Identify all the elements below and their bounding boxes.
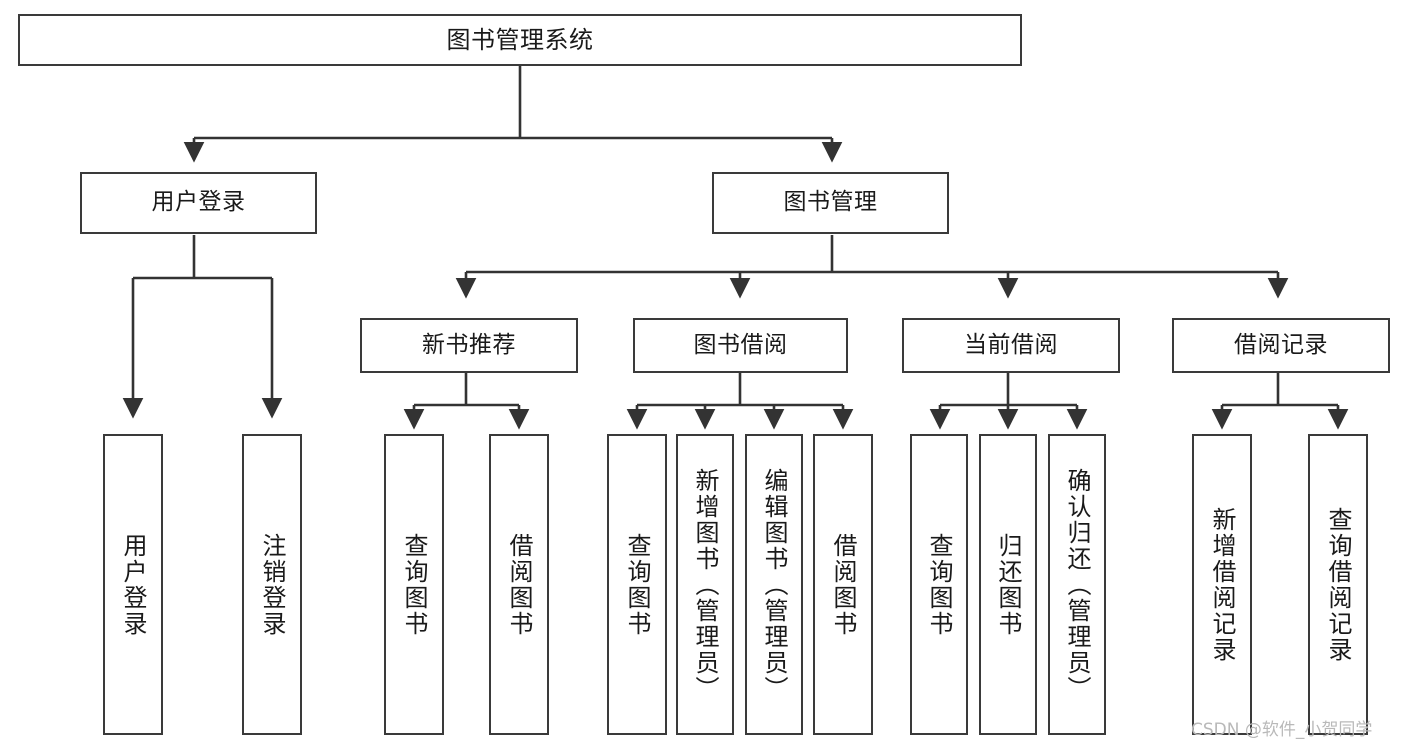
node-user-login[interactable]: 用户登录	[80, 172, 317, 234]
node-label: 查询借阅记录	[1324, 506, 1352, 663]
leaf-borrow-edit-book-admin[interactable]: 编辑图书（管理员）	[745, 434, 803, 735]
node-label: 新增借阅记录	[1208, 506, 1236, 663]
node-label: 确认归还（管理员）	[1063, 467, 1091, 702]
leaf-current-return-book[interactable]: 归还图书	[979, 434, 1037, 735]
node-label: 查询图书	[623, 532, 651, 637]
node-label: 新书推荐	[422, 331, 516, 358]
leaf-record-add-borrow-record[interactable]: 新增借阅记录	[1192, 434, 1252, 735]
node-label: 借阅图书	[829, 532, 857, 637]
node-label: 借阅记录	[1234, 331, 1328, 358]
node-label: 查询图书	[400, 532, 428, 637]
leaf-new-book-borrow[interactable]: 借阅图书	[489, 434, 549, 735]
node-label: 用户登录	[151, 189, 246, 216]
leaf-user-login-signin[interactable]: 用户登录	[103, 434, 163, 735]
csdn-watermark: CSDN @软件_小贺同学	[1191, 720, 1373, 740]
leaf-current-query-book[interactable]: 查询图书	[910, 434, 968, 735]
node-book-management[interactable]: 图书管理	[712, 172, 949, 234]
node-label: 图书管理系统	[446, 25, 594, 54]
node-current-borrow[interactable]: 当前借阅	[902, 318, 1120, 373]
node-label: 借阅图书	[505, 532, 533, 637]
node-label: 编辑图书（管理员）	[760, 467, 788, 702]
node-label: 用户登录	[119, 532, 147, 637]
node-label: 查询图书	[925, 532, 953, 637]
leaf-borrow-query-book[interactable]: 查询图书	[607, 434, 667, 735]
leaf-borrow-add-book-admin[interactable]: 新增图书（管理员）	[676, 434, 734, 735]
leaf-record-query-borrow-record[interactable]: 查询借阅记录	[1308, 434, 1368, 735]
node-new-book-recommend[interactable]: 新书推荐	[360, 318, 578, 373]
leaf-new-book-query[interactable]: 查询图书	[384, 434, 444, 735]
node-label: 图书管理	[783, 189, 878, 216]
leaf-current-confirm-return-admin[interactable]: 确认归还（管理员）	[1048, 434, 1106, 735]
leaf-user-login-signout[interactable]: 注销登录	[242, 434, 302, 735]
node-root-system[interactable]: 图书管理系统	[18, 14, 1022, 66]
node-label: 当前借阅	[964, 331, 1058, 358]
node-borrow-record[interactable]: 借阅记录	[1172, 318, 1390, 373]
node-label: 新增图书（管理员）	[691, 467, 719, 702]
node-label: 图书借阅	[693, 331, 788, 358]
node-book-borrow[interactable]: 图书借阅	[633, 318, 848, 373]
node-label: 注销登录	[258, 532, 286, 637]
node-label: 归还图书	[994, 532, 1022, 637]
leaf-borrow-borrow-book[interactable]: 借阅图书	[813, 434, 873, 735]
